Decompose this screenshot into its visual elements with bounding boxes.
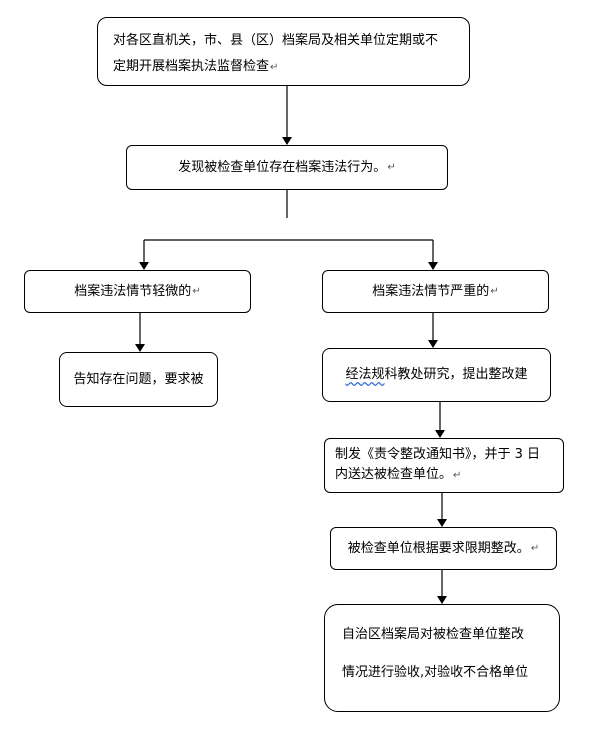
step-acceptance: 自治区档案局对被检查单位整改 情况进行验收,对验收不合格单位 [324, 604, 560, 712]
step-research-rest: 科教处研究，提出整改建 [384, 367, 528, 382]
return-mark: ↵ [387, 161, 396, 173]
return-mark: ↵ [530, 542, 540, 554]
step-serious-text: 档案违法情节严重的 [372, 283, 490, 299]
step-minor: 档案违法情节轻微的↵ [24, 270, 251, 313]
step-acceptance-line1: 自治区档案局对被检查单位整改 [342, 627, 525, 642]
return-mark: ↵ [490, 285, 499, 297]
step-violation-found: 发现被检查单位存在档案违法行为。↵ [126, 145, 448, 190]
return-mark: ↵ [192, 285, 201, 297]
step-violation-found-text: 发现被检查单位存在档案违法行为。 [178, 159, 387, 175]
step-inspection-line1: 对各区直机关，市、县（区）档案局及相关单位定期或不 [113, 33, 439, 48]
return-mark: ↵ [270, 62, 279, 73]
step-serious: 档案违法情节严重的↵ [322, 270, 549, 313]
step-research-underlined: 经法规 [345, 367, 385, 382]
step-rectify-text: 被检查单位根据要求限期整改。 [347, 540, 530, 556]
step-inspection: 对各区直机关，市、县（区）档案局及相关单位定期或不 定期开展档案执法监督检查↵ [97, 17, 470, 86]
step-issue-notice-line1: 制发《责令整改通知书》，并于 3 日 [335, 447, 541, 462]
step-notify: 告知存在问题，要求被 [59, 352, 218, 407]
return-mark: ↵ [453, 470, 462, 481]
step-issue-notice-line2: 内送达被检查单位。 [335, 467, 453, 482]
step-minor-text: 档案违法情节轻微的 [74, 283, 192, 299]
step-acceptance-line2: 情况进行验收,对验收不合格单位 [342, 665, 529, 680]
step-inspection-line2: 定期开展档案执法监督检查 [113, 59, 270, 74]
step-notify-text: 告知存在问题，要求被 [73, 371, 204, 387]
step-issue-notice: 制发《责令整改通知书》，并于 3 日 内送达被检查单位。↵ [324, 438, 564, 493]
step-rectify: 被检查单位根据要求限期整改。↵ [330, 527, 557, 570]
step-research: 经法规科教处研究，提出整改建 [322, 348, 551, 402]
